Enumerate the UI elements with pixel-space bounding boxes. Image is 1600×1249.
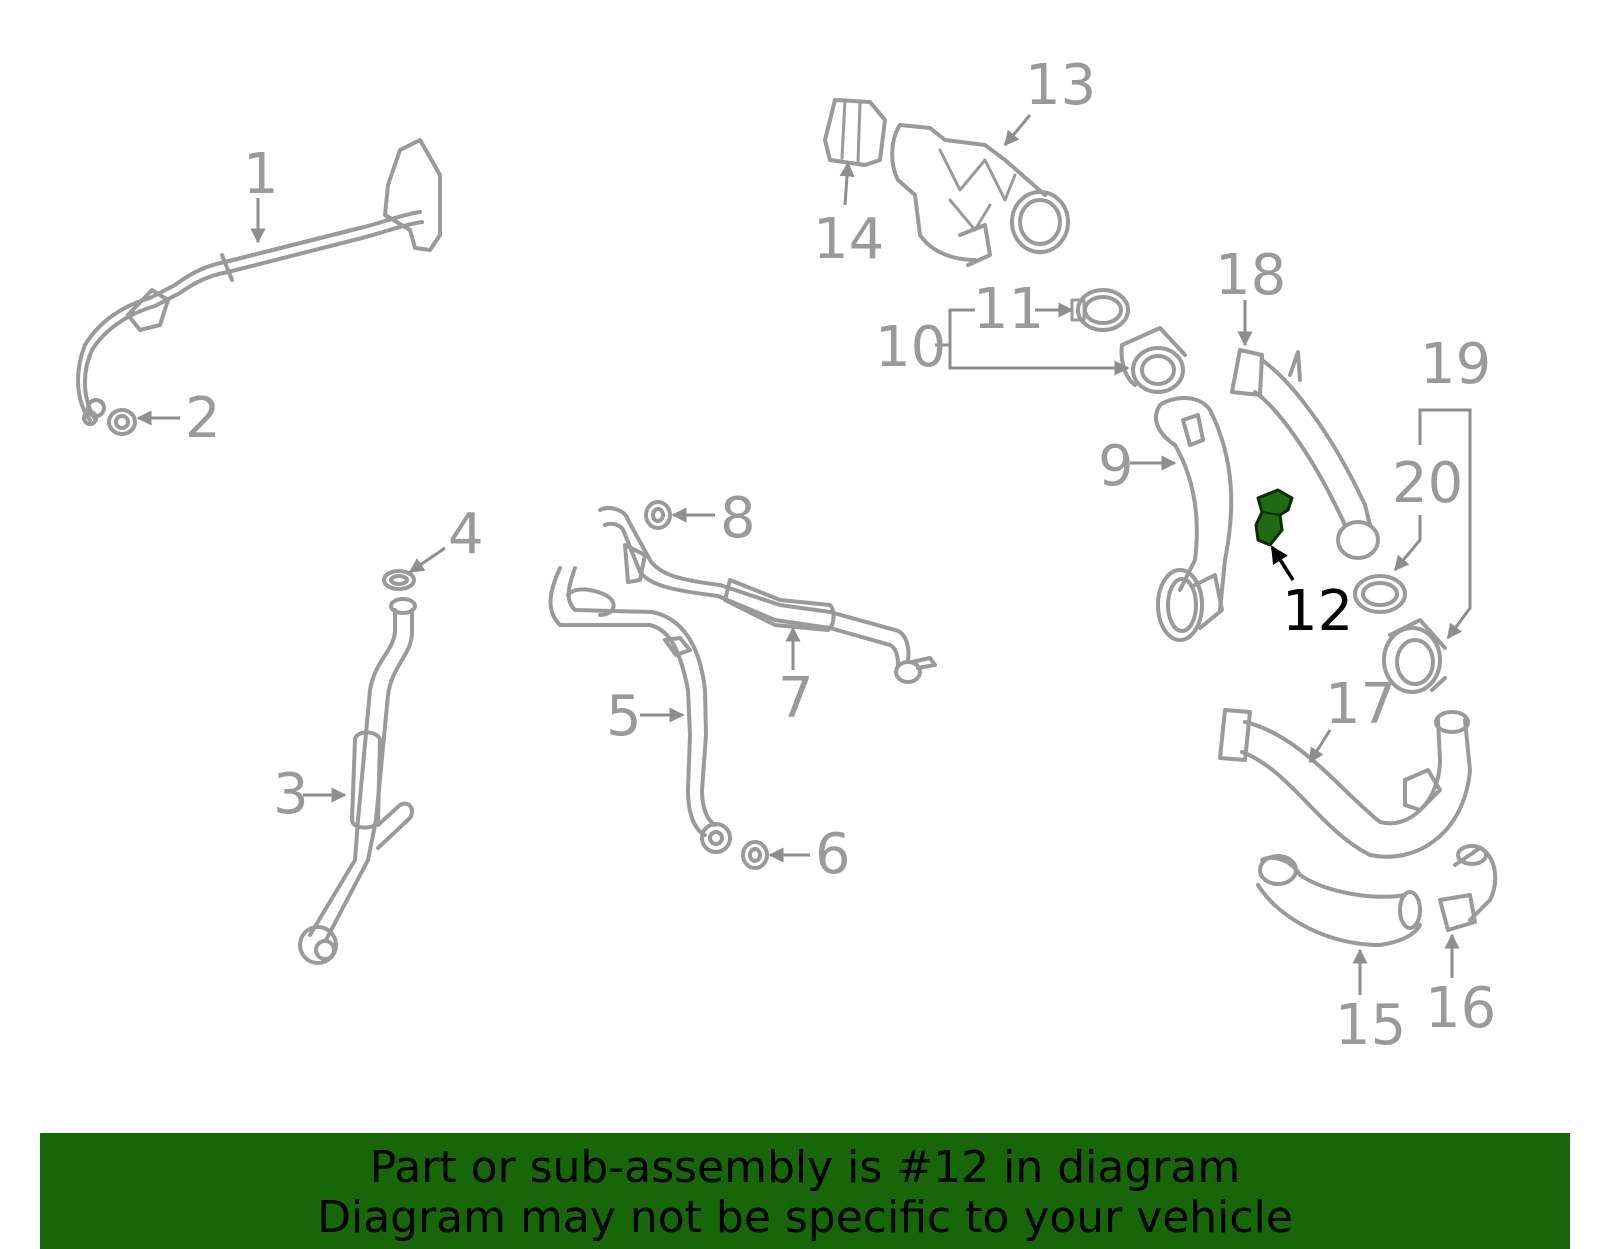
part-19-coupling bbox=[1382, 618, 1447, 694]
part-8-washer bbox=[644, 500, 672, 530]
callout-1: 1 bbox=[243, 142, 279, 207]
part-2-washer bbox=[107, 408, 137, 436]
part-1-oil-line bbox=[76, 138, 442, 426]
part-20-clamp bbox=[1353, 574, 1407, 614]
part-18-charge-pipe bbox=[1230, 348, 1380, 560]
callout-12-highlighted: 12 bbox=[1282, 579, 1353, 644]
callout-13: 13 bbox=[1025, 53, 1096, 118]
footer-line-disclaimer: Diagram may not be specific to your vehi… bbox=[317, 1192, 1293, 1243]
footer-banner: Part or sub-assembly is #12 in diagram D… bbox=[40, 1133, 1570, 1249]
part-11-clamp bbox=[1070, 288, 1130, 332]
callout-10: 10 bbox=[875, 315, 946, 380]
part-10-hose-coupling bbox=[1119, 326, 1187, 394]
part-17-intercooler-pipe bbox=[1218, 708, 1472, 859]
part-16-elbow bbox=[1438, 844, 1498, 932]
callout-7: 7 bbox=[778, 666, 814, 731]
callout-18: 18 bbox=[1215, 243, 1286, 308]
callout-19: 19 bbox=[1420, 332, 1491, 397]
callout-4: 4 bbox=[448, 502, 484, 567]
callout-3: 3 bbox=[273, 762, 309, 827]
callout-11: 11 bbox=[973, 277, 1044, 342]
callout-9: 9 bbox=[1098, 434, 1134, 499]
part-7-coolant-line bbox=[598, 506, 937, 684]
part-15-hose bbox=[1256, 854, 1422, 947]
callout-8: 8 bbox=[720, 486, 756, 551]
parts-diagram: 1 2 3 4 5 6 7 8 9 10 11 12 13 14 15 16 1… bbox=[76, 53, 1498, 1058]
part-5-coolant-line bbox=[548, 566, 732, 854]
part-6-washer bbox=[741, 840, 769, 870]
callout-20: 20 bbox=[1392, 451, 1463, 516]
part-14-sleeve bbox=[823, 98, 887, 167]
callout-15: 15 bbox=[1335, 993, 1406, 1058]
callout-2: 2 bbox=[185, 386, 221, 451]
callout-6: 6 bbox=[815, 822, 851, 887]
part-3-oil-return-line bbox=[298, 597, 417, 965]
callout-5: 5 bbox=[606, 684, 642, 749]
part-13-intake-housing bbox=[890, 123, 1070, 267]
part-4-washer bbox=[382, 569, 416, 591]
callout-labels: 1 2 3 4 5 6 7 8 9 10 11 12 13 14 15 16 1… bbox=[185, 53, 1496, 1058]
part-9-charge-pipe bbox=[1154, 396, 1234, 642]
footer-line-part-notice: Part or sub-assembly is #12 in diagram bbox=[369, 1142, 1241, 1193]
callout-14: 14 bbox=[813, 207, 884, 272]
part-12-sensor-highlighted bbox=[1254, 488, 1294, 547]
callout-17: 17 bbox=[1325, 672, 1396, 737]
leader-lines bbox=[136, 114, 1472, 995]
callout-16: 16 bbox=[1425, 976, 1496, 1041]
